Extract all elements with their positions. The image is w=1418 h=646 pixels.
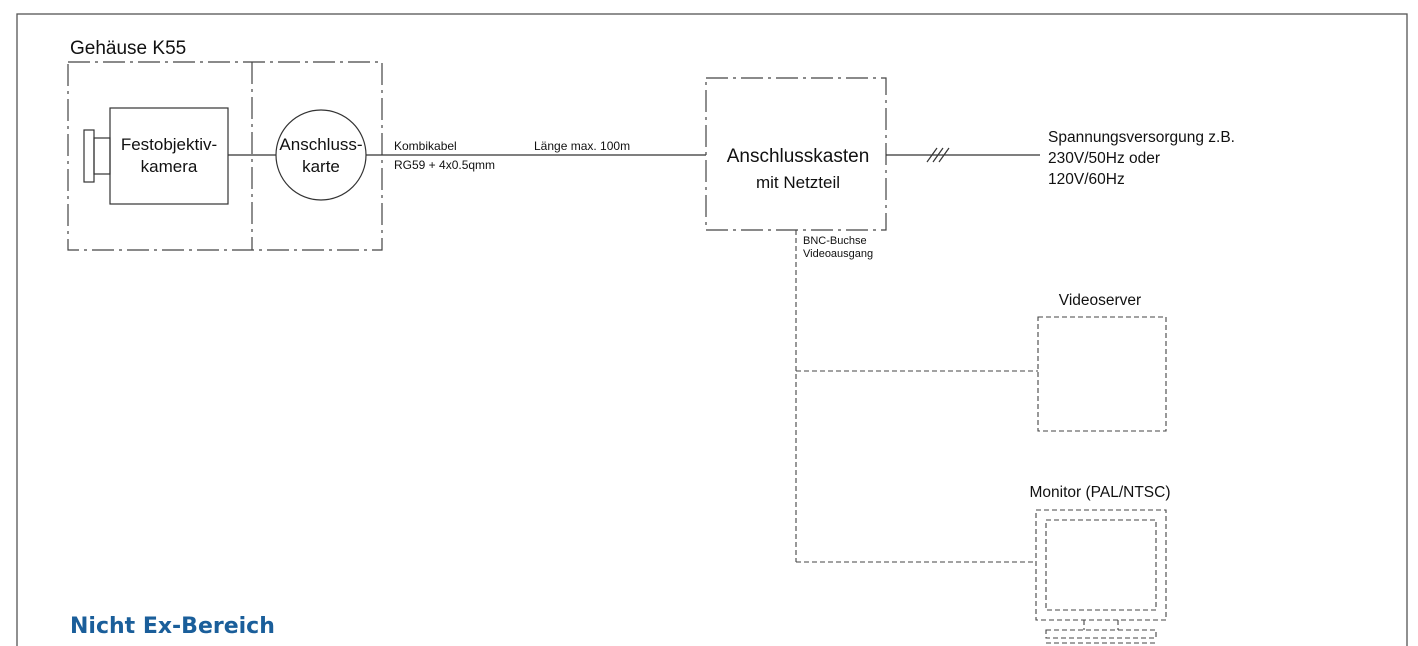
camera-label-2: kamera (141, 157, 198, 176)
connection-card-circle (275, 109, 367, 201)
cable-type-2: RG59 + 4x0.5qmm (394, 158, 495, 172)
camera-label-1: Festobjektiv- (121, 135, 217, 154)
zone-label: Nicht Ex-Bereich (70, 614, 275, 639)
video-output-label-1: BNC-Buchse (803, 235, 867, 247)
videoserver-box (1037, 316, 1167, 432)
junction-box-label-1: Anschlusskasten (727, 146, 870, 167)
junction-box-label-2: mit Netzteil (756, 173, 840, 192)
connection-card-label-2: karte (302, 157, 340, 176)
housing-frame (67, 61, 383, 251)
monitor-icon (1035, 509, 1167, 644)
triple-hash-icon (926, 147, 950, 163)
monitor-label: Monitor (PAL/NTSC) (1030, 484, 1171, 501)
page-border (16, 13, 1408, 646)
cable-length: Länge max. 100m (534, 139, 630, 153)
power-supply-line-1: Spannungsversorgung z.B. (1048, 129, 1235, 146)
power-supply-line-3: 120V/60Hz (1048, 171, 1125, 188)
video-output-label-2: Videoausgang (803, 248, 873, 260)
videoserver-label: Videoserver (1059, 292, 1141, 309)
cable-type-1: Kombikabel (394, 139, 457, 153)
connection-card-label-1: Anschluss- (279, 135, 362, 154)
housing-title: Gehäuse K55 (70, 38, 186, 59)
camera-icon (83, 107, 229, 205)
power-supply-line-2: 230V/50Hz oder (1048, 150, 1160, 167)
